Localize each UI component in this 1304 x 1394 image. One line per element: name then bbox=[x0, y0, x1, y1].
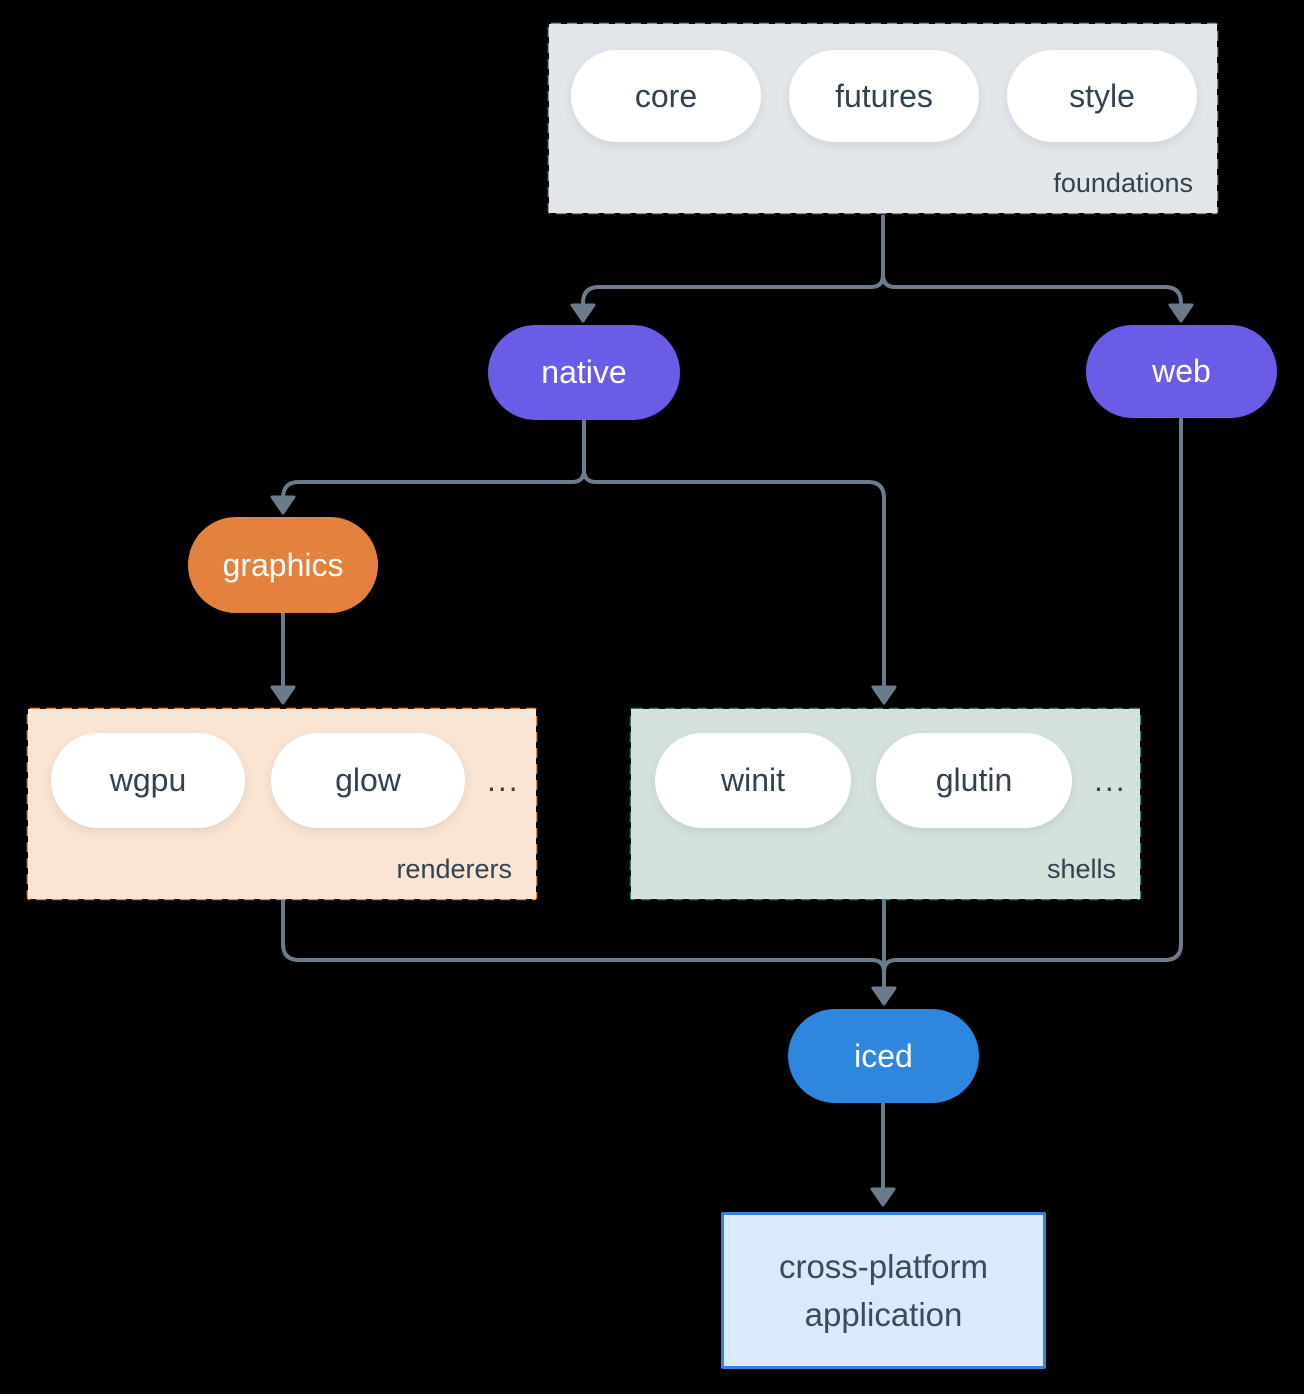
foundations-group: core futures style foundations bbox=[549, 24, 1217, 213]
node-futures: futures bbox=[789, 50, 979, 142]
arrowhead-icon bbox=[570, 303, 596, 323]
node-wgpu: wgpu bbox=[51, 733, 245, 828]
application-label-line1: cross-platform bbox=[778, 1247, 989, 1285]
node-iced-label: iced bbox=[854, 1037, 913, 1074]
node-application: cross-platform application bbox=[721, 1212, 1046, 1369]
edge-native-shells bbox=[582, 420, 886, 688]
renderers-ellipsis: ... bbox=[487, 762, 520, 798]
arrowhead-icon bbox=[270, 495, 296, 515]
edge-renderers-iced bbox=[281, 900, 886, 988]
node-futures-label: futures bbox=[835, 77, 933, 114]
node-winit-label: winit bbox=[720, 762, 785, 798]
shells-group-label: shells bbox=[1046, 854, 1116, 884]
node-glow: glow bbox=[271, 733, 465, 828]
node-web-label: web bbox=[1152, 353, 1211, 389]
edge-foundations-web bbox=[881, 215, 1183, 305]
edge-native-graphics bbox=[281, 420, 586, 500]
node-glow-label: glow bbox=[335, 762, 401, 798]
node-core: core bbox=[571, 50, 761, 142]
node-glutin-label: glutin bbox=[935, 762, 1013, 798]
arrowhead-icon bbox=[870, 1187, 896, 1207]
node-graphics: graphics bbox=[188, 517, 378, 613]
node-core-label: core bbox=[634, 77, 698, 114]
shells-group: winit glutin ... shells bbox=[631, 709, 1140, 899]
renderers-group-label: renderers bbox=[396, 854, 512, 884]
renderers-group-border bbox=[26, 707, 538, 901]
edge-web-iced bbox=[882, 418, 1183, 988]
node-style: style bbox=[1007, 50, 1197, 142]
node-winit: winit bbox=[655, 733, 851, 828]
edge-foundations-native bbox=[581, 215, 885, 305]
foundations-group-border bbox=[547, 22, 1219, 215]
arrowhead-icon bbox=[871, 685, 897, 705]
node-iced: iced bbox=[788, 1009, 979, 1103]
foundations-group-label: foundations bbox=[1053, 168, 1193, 198]
node-native-label: native bbox=[541, 354, 627, 390]
renderers-group: wgpu glow ... renderers bbox=[28, 709, 536, 899]
node-glutin: glutin bbox=[876, 733, 1072, 828]
node-style-label: style bbox=[1069, 77, 1135, 114]
application-label-line2: application bbox=[804, 1295, 963, 1333]
shells-ellipsis: ... bbox=[1094, 762, 1127, 798]
node-web: web bbox=[1086, 325, 1277, 418]
node-wgpu-label: wgpu bbox=[109, 762, 187, 798]
arrowhead-icon bbox=[270, 685, 296, 705]
node-graphics-label: graphics bbox=[222, 546, 344, 583]
node-native: native bbox=[488, 325, 680, 420]
arrowhead-icon bbox=[871, 986, 897, 1006]
arrowhead-icon bbox=[1168, 303, 1194, 323]
